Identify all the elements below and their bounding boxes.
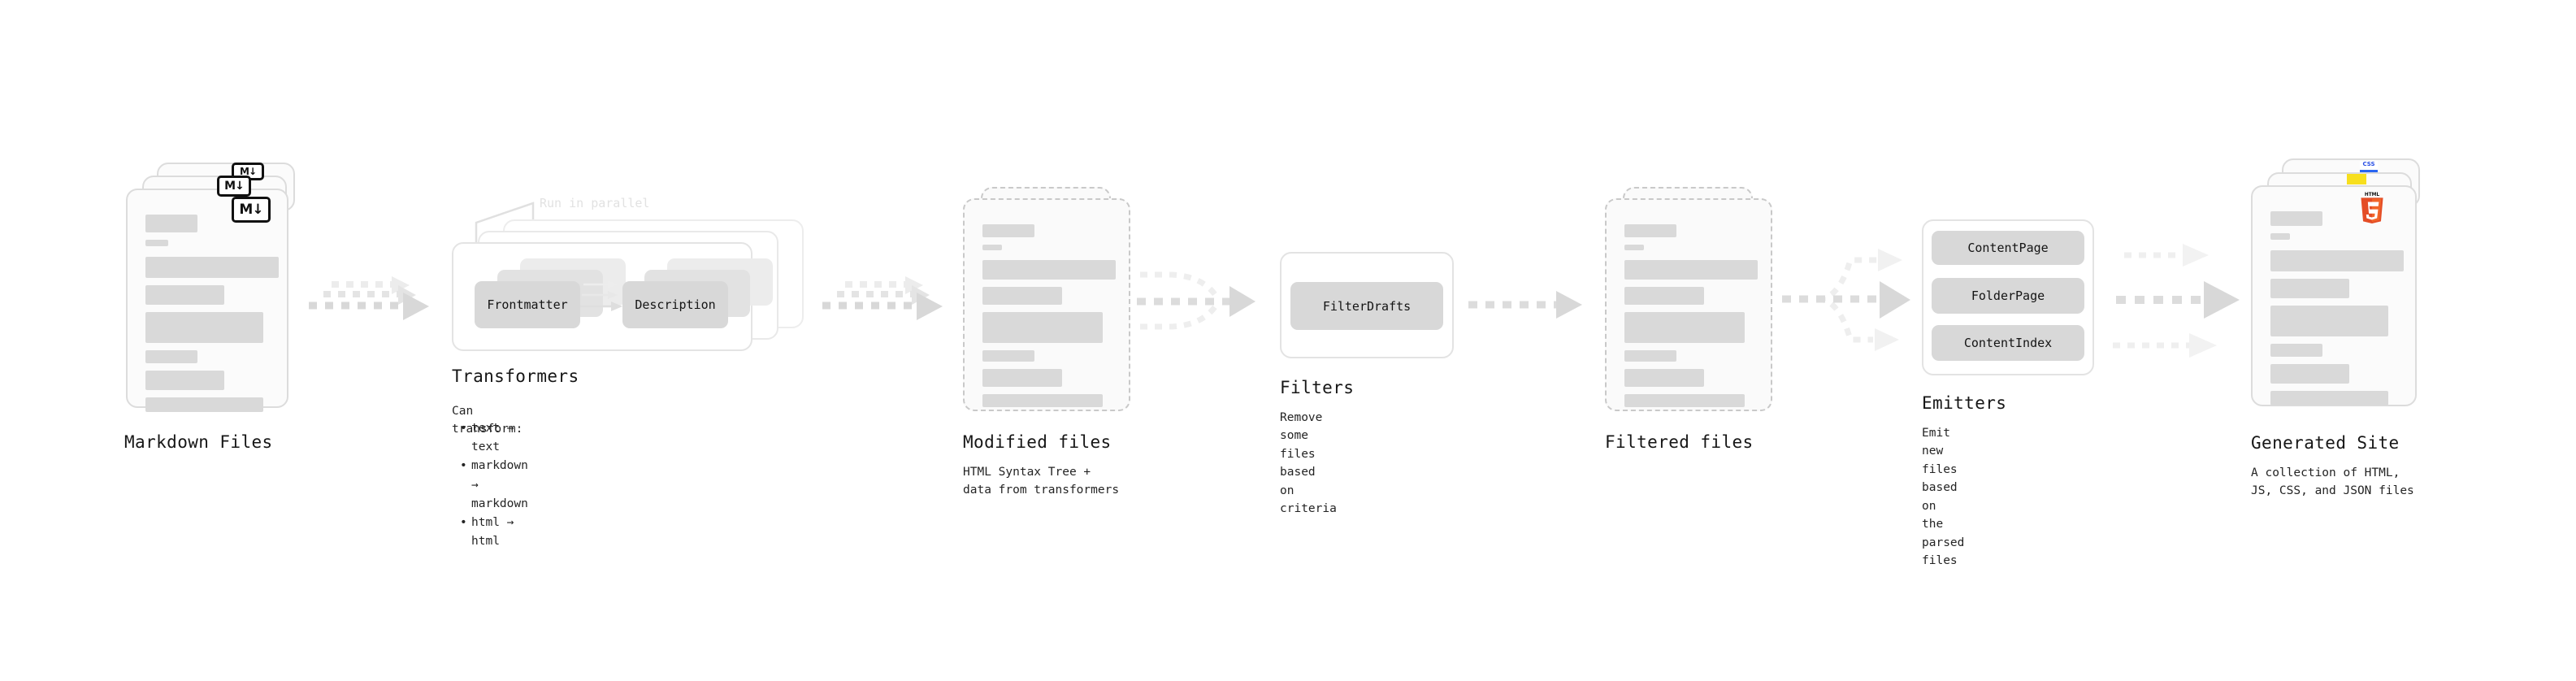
split-arrow-icon [1782, 249, 1910, 351]
modified-card-front [963, 198, 1130, 411]
connector-filters-to-filtered [1467, 289, 1597, 333]
modified-skeleton-lines [982, 224, 1116, 414]
transformers-capability-list: text → text markdown → markdown html → h… [460, 419, 528, 551]
list-item: html → html [460, 514, 528, 551]
chip-frontmatter[interactable]: Frontmatter [475, 281, 580, 328]
connector-filtered-to-emitters [1776, 236, 1918, 365]
generated-card-front [2251, 185, 2417, 406]
parallel-bracket-icon [475, 202, 535, 247]
stage-label-filtered: Filtered files [1605, 432, 1754, 452]
chip-contentpage[interactable]: ContentPage [1932, 231, 2084, 265]
run-in-parallel-label: Run in parallel [540, 196, 650, 210]
stage-label-modified: Modified files [963, 432, 1112, 452]
triple-arrow-icon [2113, 244, 2240, 358]
emitters-desc: Emit new files based on the parsed files [1922, 427, 1965, 568]
list-item: markdown → markdown [460, 457, 528, 514]
chip-description[interactable]: Description [622, 281, 728, 328]
stage-label-filters: Filters [1280, 378, 1355, 397]
markdown-icon: M↓ [232, 197, 271, 223]
chip-contentindex[interactable]: ContentIndex [1932, 325, 2084, 361]
chip-filterdrafts[interactable]: FilterDrafts [1290, 282, 1443, 330]
single-arrow-icon [1468, 291, 1582, 319]
stage-filtered-files: Filtered files [1605, 187, 1776, 452]
filtered-card-stack [1605, 187, 1776, 423]
stage-markdown-files: M↓ M↓ M↓ Markdown Files [124, 163, 301, 452]
filtered-skeleton-lines [1624, 224, 1758, 414]
modified-card-stack [963, 187, 1134, 423]
generated-card-stack: CSS HTML [2251, 158, 2426, 427]
stage-generated-site: CSS HTML Generated Site A collection of … [2251, 158, 2426, 497]
filtered-card-front [1605, 198, 1772, 411]
svg-text:HTML: HTML [2365, 193, 2380, 197]
js-icon [2347, 174, 2366, 184]
stage-label-generated: Generated Site [2251, 433, 2400, 453]
stage-label-markdown: Markdown Files [124, 432, 273, 452]
triple-arrow-icon [309, 276, 429, 320]
markdown-card-front [126, 189, 288, 412]
filters-desc: Remove some files based on criteria [1280, 411, 1337, 516]
css-icon: CSS [2360, 161, 2378, 172]
connector-modified-to-filters [1134, 268, 1280, 349]
list-item: text → text [460, 419, 528, 457]
connector-transformers-to-modified [821, 276, 959, 336]
stage-modified-files: Modified files HTML Syntax Tree + data f… [963, 187, 1134, 497]
generated-desc: A collection of HTML, JS, CSS, and JSON … [2251, 466, 2414, 498]
stage-label-emitters: Emitters [1922, 393, 2007, 413]
inner-arrow-icon [580, 280, 622, 311]
stage-label-transformers: Transformers [452, 367, 579, 386]
generated-skeleton-lines [2270, 211, 2404, 413]
modified-desc: HTML Syntax Tree + data from transformer… [963, 466, 1120, 497]
merge-arrow-icon [1137, 271, 1255, 330]
triple-arrow-icon [822, 276, 943, 320]
markdown-skeleton-lines [145, 215, 279, 419]
chip-folderpage[interactable]: FolderPage [1932, 278, 2084, 314]
connector-emitters-to-generated [2113, 236, 2255, 365]
connector-markdown-to-transformers [307, 276, 445, 336]
html5-icon: HTML [2361, 193, 2383, 223]
markdown-icon-back-1: M↓ [217, 176, 251, 197]
markdown-card-stack: M↓ M↓ M↓ [126, 163, 301, 423]
